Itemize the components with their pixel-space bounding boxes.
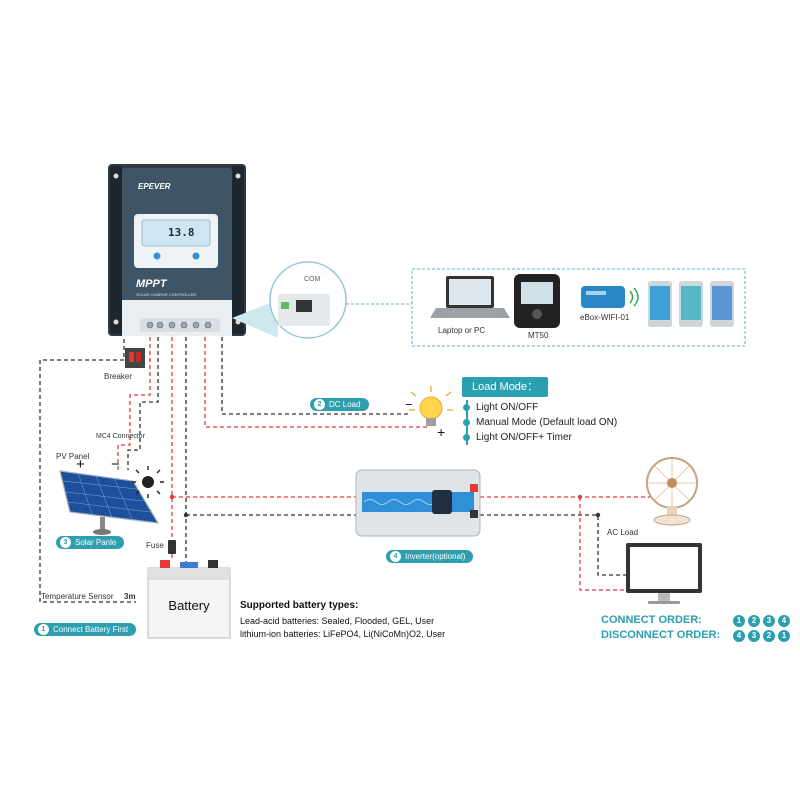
ebox-label: eBox-WIFI-01 [580, 313, 630, 322]
rj45-port-icon [296, 300, 312, 312]
ebox-wifi-icon [581, 286, 639, 308]
step-2-pill: 2 DC Load [310, 398, 369, 411]
step-1-number: 1 [38, 624, 49, 635]
order-step: 1 [733, 615, 745, 627]
order-step: 4 [778, 615, 790, 627]
connect-order-label: CONNECT ORDER: [601, 614, 702, 626]
load-mode-item: Manual Mode (Default load ON) [462, 415, 617, 430]
step-3-number: 3 [60, 537, 71, 548]
order-step: 3 [763, 615, 775, 627]
controller-brand: EPEVER [138, 182, 171, 191]
step-1-pill: 1 Connect Battery First [34, 623, 137, 636]
com-port-zoom [232, 261, 347, 339]
order-step: 1 [778, 630, 790, 642]
dc-plus-sign: + [437, 424, 446, 440]
mt50-remote-meter-icon [514, 274, 560, 328]
ac-negative-wire [480, 514, 626, 576]
pv-plus-sign: + [76, 456, 85, 473]
disconnect-order-label: DISCONNECT ORDER: [601, 629, 721, 641]
pv-panel-label: PV Panel [56, 452, 90, 461]
pv-minus-sign: − [111, 456, 120, 473]
load-mode-item: Light ON/OFF+ Timer [462, 430, 617, 445]
supported-title: Supported battery types: [240, 600, 359, 611]
charge-controller [108, 164, 246, 336]
step-2-label: DC Load [329, 400, 361, 409]
controller-subtitle: SOLAR CHARGE CONTROLLER [136, 292, 197, 297]
lithium-types: lithium-ion batteries: LiFePO4, Li(NiCoM… [240, 629, 446, 639]
load-mode-item: Light ON/OFF [462, 400, 617, 415]
breaker-icon [125, 348, 145, 368]
load-mode-list: Light ON/OFF Manual Mode (Default load O… [462, 400, 617, 445]
step-3-pill: 3 Solar Panle [56, 536, 125, 549]
sun-icon [132, 466, 164, 498]
wires [39, 330, 650, 603]
controller-model: MPPT [136, 278, 167, 290]
step-4-number: 4 [390, 551, 401, 562]
mt50-label: MT50 [528, 331, 549, 340]
menu-button-icon [153, 252, 161, 260]
smartphone-app-icon [648, 281, 734, 327]
step-2-number: 2 [314, 399, 325, 410]
step-3-label: Solar Panle [75, 538, 117, 547]
mc4-label: MC4 Connector [96, 433, 146, 440]
lcd-reading: 13.8 [168, 226, 195, 239]
order-step: 3 [748, 630, 760, 642]
wire-junctions [169, 494, 601, 518]
dc-minus-sign: − [405, 397, 413, 412]
dc-load-negative-wire [221, 330, 410, 415]
solar-panel-icon [59, 470, 160, 535]
order-step: 2 [763, 630, 775, 642]
breaker-label: Breaker [104, 372, 133, 381]
ac-load-label: AC Load [607, 528, 639, 537]
sensor-length-label: 3m [124, 592, 136, 601]
step-4-label: Inverter(optional) [405, 552, 466, 561]
monitoring-devices [346, 268, 746, 347]
load-mode-title: Load Mode： [462, 377, 549, 397]
temperature-sensor-label: Temperature Sensor [41, 592, 114, 601]
monitor-icon [626, 543, 702, 604]
ac-positive-drop-wire [579, 497, 626, 591]
terminal-screws-icon [146, 321, 212, 329]
laptop-label: Laptop or PC [438, 326, 486, 335]
pv-negative-wire [127, 330, 159, 470]
dc-load-positive-wire [204, 330, 428, 428]
order-step: 2 [748, 615, 760, 627]
enter-button-icon [192, 252, 200, 260]
inverter-icon [355, 469, 481, 537]
temp-sensor-wire [39, 332, 136, 603]
battery-icon [147, 560, 231, 639]
com-label: COM [304, 276, 321, 283]
battery-label: Battery [168, 598, 210, 613]
fuse-label: Fuse [146, 541, 164, 550]
laptop-icon [430, 276, 510, 318]
order-step: 4 [733, 630, 745, 642]
supported-battery-types: Supported battery types: Lead-acid batte… [240, 599, 445, 641]
step-1-label: Connect Battery First [53, 625, 129, 634]
fan-icon [646, 457, 698, 526]
lead-acid-types: Lead-acid batteries: Sealed, Flooded, GE… [240, 616, 435, 626]
fuse-icon [168, 540, 176, 554]
light-bulb-icon [409, 386, 453, 426]
step-4-pill: 4 Inverter(optional) [386, 550, 474, 563]
